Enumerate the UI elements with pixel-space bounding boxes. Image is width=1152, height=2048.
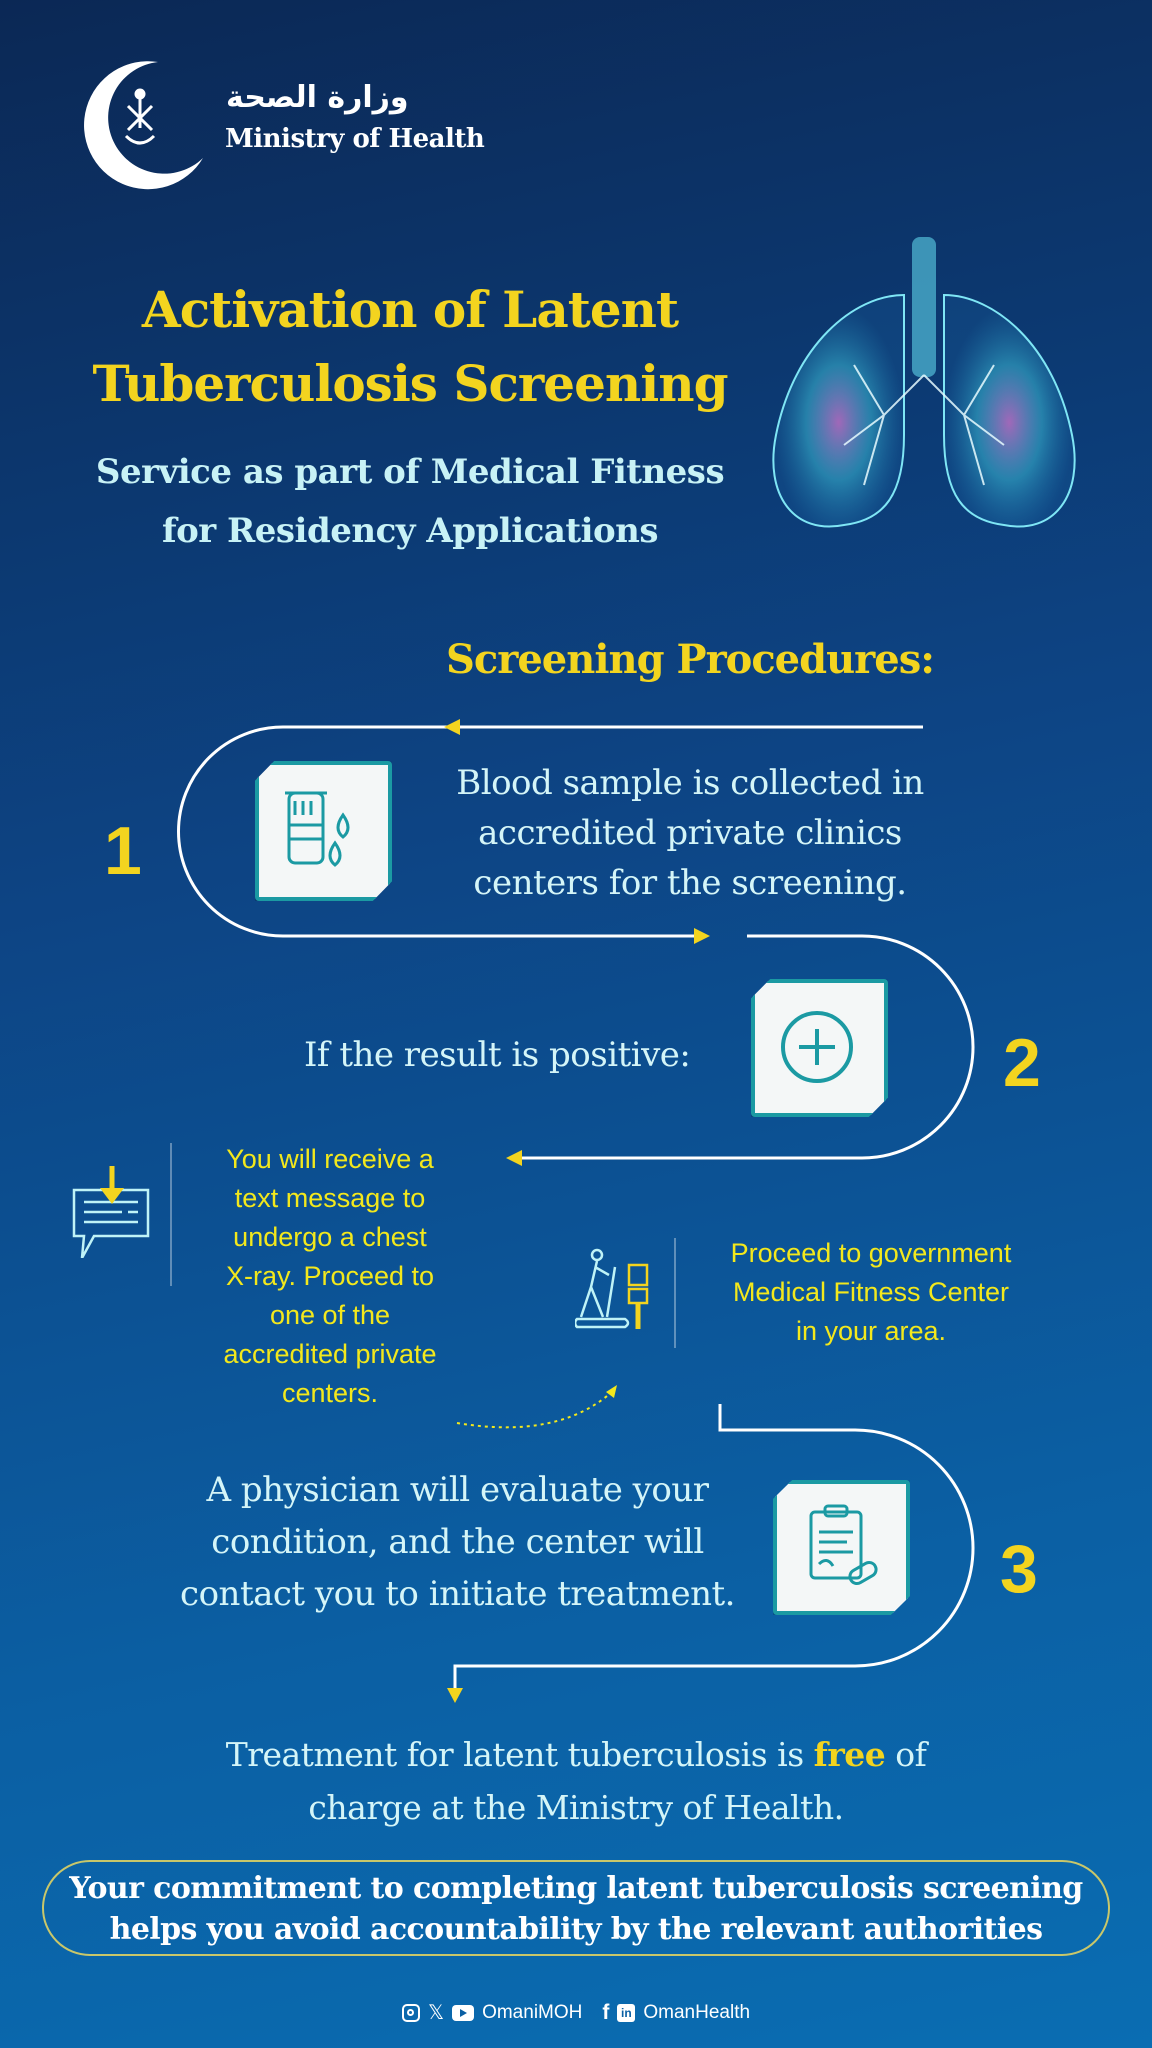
clipboard-report-icon [809, 1504, 878, 1585]
loop-line-3 [453, 1404, 975, 1690]
free-highlight: free [813, 1735, 886, 1774]
treatment-line-2: charge at the Ministry of Health. [308, 1788, 844, 1827]
step-1-icon-box [255, 761, 392, 901]
right-lung [943, 293, 1076, 528]
step-2-icon-box [751, 979, 888, 1117]
subtitle-line-1: Service as part of Medical Fitness [95, 452, 725, 492]
handle-omanimoh[interactable]: OmaniMOH [482, 2001, 583, 2023]
left-lung [772, 293, 905, 528]
step-2-text: If the result is positive: [304, 1035, 691, 1075]
divider [674, 1238, 676, 1348]
arrow-left-2 [506, 1150, 522, 1166]
note-line: You will receive a [226, 1144, 434, 1174]
commitment-banner: Your commitment to completing latent tub… [42, 1860, 1110, 1956]
note-line: text message to [234, 1183, 426, 1213]
treadmill-icon [573, 1247, 655, 1331]
ministry-logo [78, 58, 208, 190]
treatment-part1: Treatment for latent tuberculosis is [225, 1735, 814, 1774]
message-note-text: You will receive a text message to under… [180, 1140, 480, 1413]
commitment-line-2: helps you avoid accountability by the re… [109, 1912, 1043, 1947]
title-line-1: Activation of Latent [141, 280, 679, 339]
trachea [912, 237, 936, 377]
step-3-line: A physician will evaluate your [206, 1470, 709, 1510]
note-line: accredited private [223, 1339, 437, 1369]
treatment-part2: of [885, 1735, 927, 1774]
crescent-icon [84, 61, 203, 190]
commitment-line-1: Your commitment to completing latent tub… [69, 1871, 1083, 1906]
fitness-note-text: Proceed to government Medical Fitness Ce… [686, 1234, 1056, 1351]
loop-line-2 [520, 934, 975, 1160]
step-1-line: centers for the screening. [473, 863, 907, 903]
note-line: centers. [281, 1378, 379, 1408]
note-line: undergo a chest [233, 1222, 427, 1252]
youtube-icon[interactable] [452, 2004, 475, 2021]
step-3-line: condition, and the center will [211, 1522, 704, 1562]
step-3-line: contact you to initiate treatment. [180, 1574, 735, 1614]
arrow-left-1 [444, 719, 460, 735]
org-name-english: Ministry of Health [225, 124, 485, 154]
dotted-arrow [456, 1389, 615, 1429]
step-3-number: 3 [1000, 1531, 1038, 1607]
step-1-text: Blood sample is collected in accredited … [420, 758, 960, 908]
instagram-icon[interactable] [401, 2003, 420, 2022]
org-name-arabic: وزارة الصحة [226, 80, 409, 115]
step-1-line: Blood sample is collected in [456, 763, 924, 803]
note-line: one of the [269, 1300, 391, 1330]
linkedin-icon[interactable]: in [617, 2003, 636, 2022]
plus-circle-icon [781, 1011, 853, 1083]
arrow-right-1 [694, 928, 710, 944]
step-3-icon-box [773, 1480, 910, 1615]
note-line: Proceed to government [730, 1238, 1012, 1268]
treatment-line-1: Treatment for latent tuberculosis is fre… [76, 1728, 1076, 1781]
title-line-2: Tuberculosis Screening [92, 354, 728, 413]
note-line: Medical Fitness Center [732, 1277, 1010, 1307]
treatment-text: Treatment for latent tuberculosis is fre… [76, 1728, 1076, 1834]
emblem-icon [124, 88, 156, 145]
arrow-down-3 [447, 1688, 463, 1703]
handle-omanhealth[interactable]: OmanHealth [643, 2001, 751, 2023]
blood-test-tube-icon [285, 791, 350, 867]
step-3-text: A physician will evaluate your condition… [130, 1464, 785, 1620]
step-1-number: 1 [104, 813, 142, 889]
social-bar: 𝕏 OmaniMOH f in OmanHealth [0, 2000, 1152, 2025]
loop-line-1 [177, 725, 923, 938]
message-download-icon [72, 1166, 152, 1259]
subtitle-line-2: for Residency Applications [161, 511, 659, 551]
note-line: X-ray. Proceed to [225, 1261, 435, 1291]
step-1-line: accredited private clinics [478, 813, 902, 853]
procedures-heading: Screening Procedures: [446, 636, 935, 683]
step-2-number: 2 [1003, 1025, 1041, 1101]
note-line: in your area. [795, 1316, 947, 1346]
divider [170, 1143, 172, 1286]
lungs-illustration [764, 235, 1084, 545]
dotted-arrow-head [606, 1385, 617, 1398]
x-icon[interactable]: 𝕏 [427, 2002, 445, 2024]
bronchi [843, 364, 1005, 486]
facebook-icon[interactable]: f [602, 2000, 610, 2024]
